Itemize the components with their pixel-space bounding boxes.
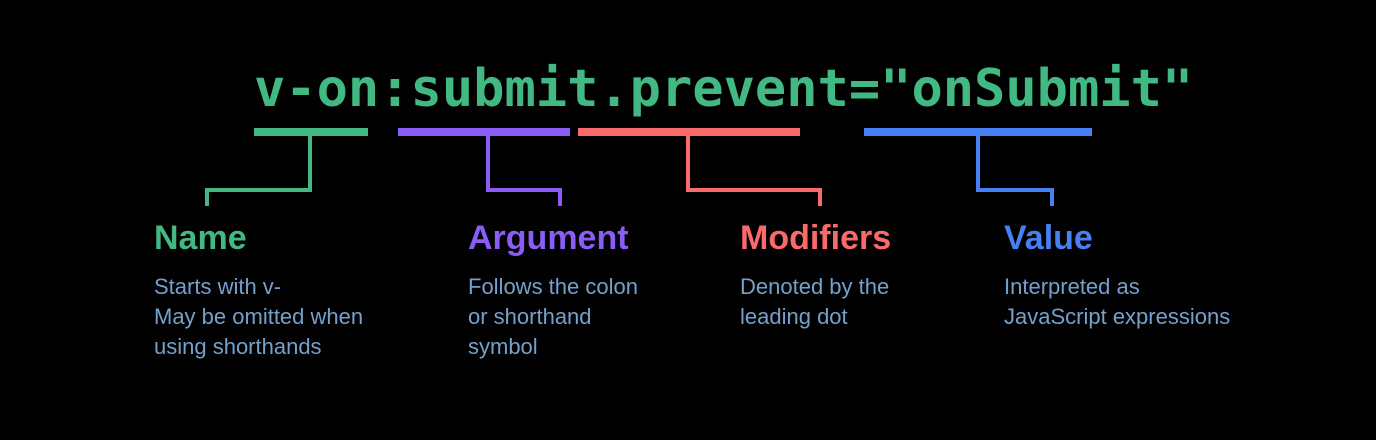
connector-elbow-argument	[486, 188, 562, 192]
connector-drop-value	[1050, 188, 1054, 206]
label-title-name: Name	[154, 219, 247, 257]
connector-stem-value	[976, 136, 980, 192]
connector-drop-name	[205, 188, 209, 206]
underline-bar-name	[254, 128, 368, 136]
code-expression: v-on:submit.prevent="onSubmit"	[254, 59, 1194, 119]
connector-stem-modifiers	[686, 136, 690, 192]
underline-bar-modifiers	[578, 128, 800, 136]
connector-drop-modifiers	[818, 188, 822, 206]
label-title-modifiers: Modifiers	[740, 219, 892, 257]
label-description-argument: Follows the colon or shorthand symbol	[468, 274, 638, 359]
label-description-value: Interpreted as JavaScript expressions	[1004, 274, 1231, 329]
label-title-argument: Argument	[468, 219, 629, 257]
connector-elbow-modifiers	[686, 188, 822, 192]
label-description-modifiers: Denoted by the leading dot	[740, 274, 890, 329]
connector-drop-argument	[558, 188, 562, 206]
connector-stem-argument	[486, 136, 490, 192]
label-title-value: Value	[1004, 219, 1093, 257]
connector-stem-name	[308, 136, 312, 192]
connector-elbow-name	[205, 188, 312, 192]
underline-bar-value	[864, 128, 1092, 136]
label-description-name: Starts with v- May be omitted when using…	[154, 274, 364, 359]
connector-elbow-value	[976, 188, 1054, 192]
underline-bar-argument	[398, 128, 570, 136]
